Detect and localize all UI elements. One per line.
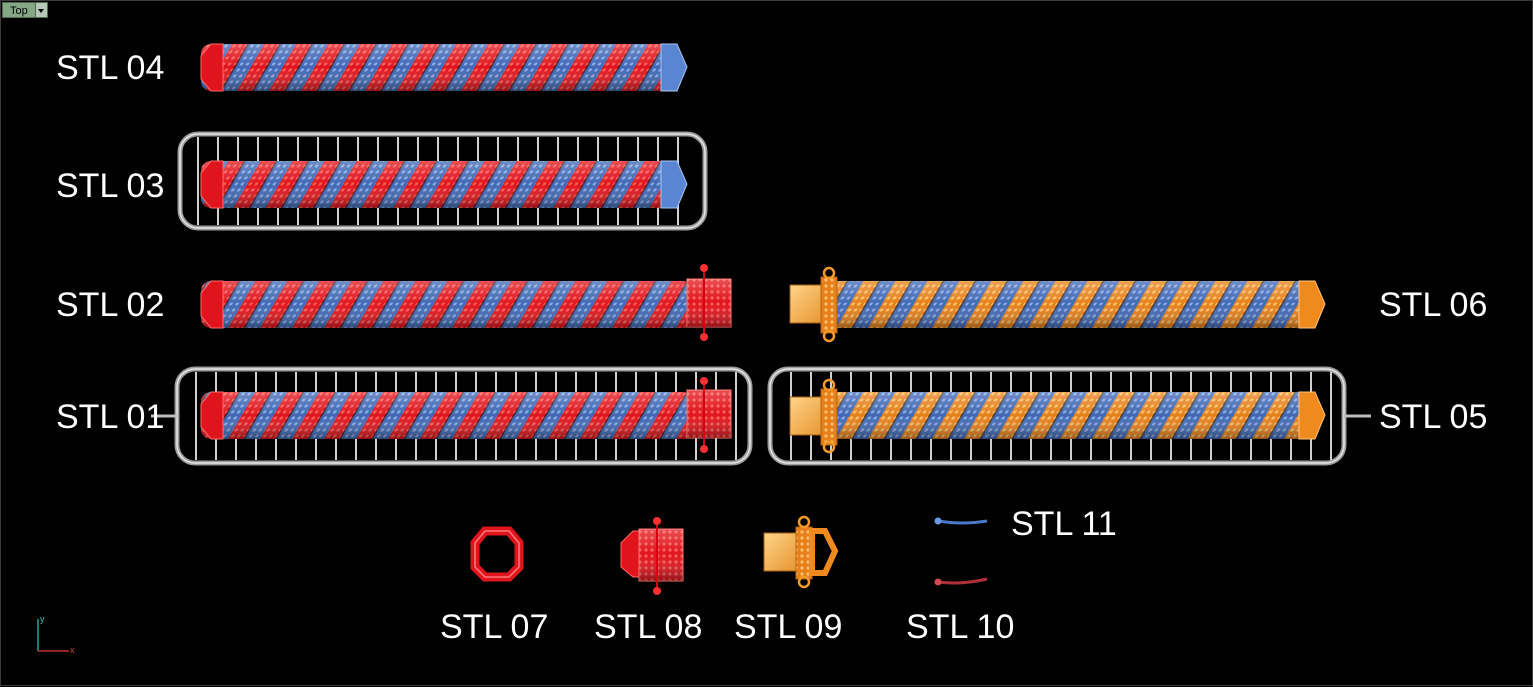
- label-stl01: STL 01: [56, 398, 165, 436]
- label-stl10: STL 10: [906, 608, 1015, 646]
- label-stl07: STL 07: [440, 608, 549, 646]
- label-stl04: STL 04: [56, 49, 165, 87]
- chevron-down-icon[interactable]: [35, 2, 48, 18]
- label-stl05: STL 05: [1379, 398, 1488, 436]
- viewport-tab[interactable]: Top: [2, 2, 48, 18]
- stl02-chain[interactable]: [200, 264, 732, 341]
- stl07-link[interactable]: [470, 526, 524, 582]
- viewport-tab-label[interactable]: Top: [2, 2, 36, 18]
- label-stl06: STL 06: [1379, 286, 1488, 324]
- label-stl02: STL 02: [56, 286, 165, 324]
- label-stl08: STL 08: [594, 608, 703, 646]
- stl04-chain[interactable]: [200, 43, 688, 92]
- stl01-chain[interactable]: [200, 377, 732, 453]
- label-stl03: STL 03: [56, 167, 165, 205]
- axis-y-label: y: [40, 614, 45, 624]
- stl05-chain[interactable]: [789, 378, 1326, 454]
- stl11-pin[interactable]: [934, 517, 988, 525]
- label-stl09: STL 09: [734, 608, 843, 646]
- axis-x-label: x: [70, 645, 75, 655]
- label-stl11: STL 11: [1011, 505, 1117, 543]
- stl09-gold-clasp[interactable]: [763, 515, 839, 589]
- stl10-pin[interactable]: [934, 577, 988, 586]
- stl03-chain[interactable]: [200, 160, 688, 209]
- stl06-chain[interactable]: [789, 266, 1326, 343]
- axis-indicator: y x: [37, 614, 75, 655]
- stl08-box-clasp[interactable]: [620, 517, 684, 595]
